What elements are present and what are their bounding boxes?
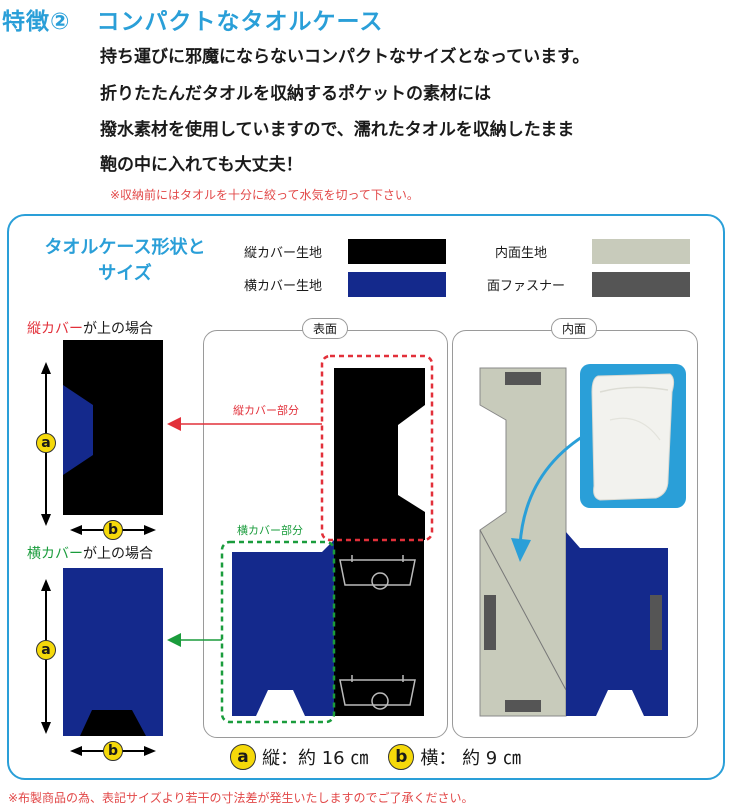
footnote: ※布製商品の為、表記サイズより若干の寸法差が発生いたしますのでご了承ください。: [8, 791, 474, 805]
front-horizontal-cover: [232, 540, 334, 716]
dimensions-row: a 縦：約 16 ㎝ b 横： 約 9 ㎝: [230, 744, 521, 770]
dim-marker-a: a: [230, 744, 256, 770]
front-panel-tab: 表面: [302, 318, 349, 339]
dim-height-text: 縦：約 16 ㎝: [262, 748, 369, 769]
dim-width-text: 横： 約 9 ㎝: [420, 748, 521, 769]
marker-b-horizontal: b: [103, 741, 123, 761]
case-horizontal-label: 横カバーが上の場合: [27, 546, 153, 562]
marker-b-vertical: b: [103, 520, 123, 540]
front-lower-strip: [334, 540, 424, 716]
dim-marker-b: b: [388, 744, 415, 770]
marker-a-vertical: a: [36, 433, 56, 453]
legend-fastener-swatch: [592, 272, 690, 297]
inner-fastener-top: [505, 372, 541, 385]
case-vertical-label: 縦カバーが上の場合: [27, 321, 153, 337]
horizontal-part-highlight: [220, 540, 336, 724]
inner-fastener-left: [484, 595, 496, 650]
inner-horizontal-cover: [566, 532, 668, 716]
horizontal-case-bottom-notch: [80, 710, 146, 736]
front-buckle-top: [339, 555, 416, 590]
legend-vertical-cover-swatch: [348, 239, 446, 264]
description-line-4: 鞄の中に入れても大丈夫！: [100, 155, 303, 175]
towel-image: [591, 373, 675, 501]
red-arrow-head: [167, 417, 181, 431]
legend-fastener-label: 面ファスナー: [487, 279, 566, 294]
inner-fastener-bottom: [505, 700, 541, 712]
feature-number: 特徴②: [2, 9, 71, 35]
diagram-title: タオルケース形状と サイズ: [44, 237, 206, 284]
description-line-3: 撥水素材を使用していますので、濡れたタオルを収納したまま: [100, 120, 575, 140]
wring-note: ※収納前にはタオルを十分に絞って水気を切って下さい。: [110, 188, 419, 202]
feature-heading: コンパクトなタオルケース: [96, 9, 384, 35]
diagram-frame: [7, 214, 725, 780]
inner-blue-fastener: [650, 595, 662, 650]
insert-arrow: [518, 430, 591, 546]
legend-horizontal-cover-swatch: [348, 272, 446, 297]
marker-a-horizontal: a: [36, 640, 56, 660]
legend-vertical-cover-label: 縦カバー生地: [244, 246, 323, 261]
green-arrow-head: [167, 633, 181, 647]
vertical-part-label: 縦カバー部分: [233, 404, 299, 417]
description-line-1: 持ち運びに邪魔にならないコンパクトなサイズとなっています。: [100, 47, 590, 67]
legend-horizontal-cover-label: 横カバー生地: [244, 279, 323, 294]
front-vertical-cover: [334, 368, 425, 540]
vertical-part-highlight: [320, 354, 434, 542]
horizontal-part-label: 横カバー部分: [237, 524, 303, 537]
legend-inner-fabric-swatch: [592, 239, 690, 264]
legend-inner-fabric-label: 内面生地: [495, 246, 548, 261]
front-buckle-bottom: [339, 675, 416, 710]
horizontal-case-body: [63, 568, 163, 736]
vertical-case-side-flap: [63, 385, 93, 475]
description-line-2: 折りたたんだタオルを収納するポケットの素材には: [100, 84, 491, 104]
feature-title: 特徴② コンパクトなタオルケース: [2, 2, 383, 36]
inner-panel-tab: 内面: [551, 318, 598, 339]
